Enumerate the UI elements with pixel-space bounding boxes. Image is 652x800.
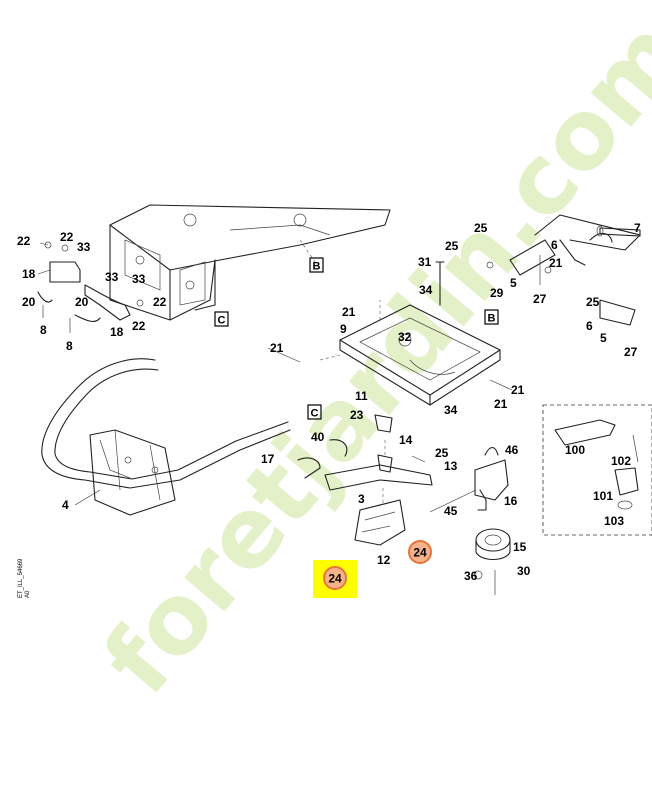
- part-label: 30: [517, 564, 531, 578]
- part-label: 17: [261, 452, 275, 466]
- part-label: 22: [17, 234, 31, 248]
- part-label: 40: [311, 430, 325, 444]
- section-marker-c-1: C: [214, 311, 229, 327]
- part-label: 20: [22, 295, 36, 309]
- part-label: 100: [565, 443, 585, 457]
- part-label: 33: [77, 240, 91, 254]
- part-label: 45: [444, 504, 458, 518]
- part-label: 6: [586, 319, 593, 333]
- part-label: 22: [60, 230, 74, 244]
- part-label: 25: [474, 221, 488, 235]
- chassis-frame-drawing: [109, 204, 391, 321]
- center-plate-drawing: [319, 270, 501, 406]
- long-bolt-drawing: [435, 261, 445, 306]
- part-label: 31: [418, 255, 432, 269]
- part-label: 21: [342, 305, 356, 319]
- section-marker-b-2: B: [484, 309, 499, 325]
- section-marker-b-1: B: [309, 257, 324, 273]
- part-label: 27: [624, 345, 638, 359]
- inset-detail-box: [542, 404, 652, 536]
- part-label: 33: [105, 270, 119, 284]
- part-label: 34: [419, 283, 433, 297]
- part-label: 11: [355, 389, 368, 403]
- part-label: 23: [350, 408, 364, 422]
- part-labels: 22 22 33 18 33 33 20 22 20 18 22 8 8 25 …: [17, 221, 641, 583]
- part-label: 21: [511, 383, 525, 397]
- front-bumper-drawing: [41, 358, 291, 516]
- part-label: 20: [75, 295, 89, 309]
- part-label: 22: [132, 319, 146, 333]
- part-label: 16: [504, 494, 518, 508]
- part-label: 34: [444, 403, 458, 417]
- part-label: 3: [358, 492, 365, 506]
- part-label: 14: [399, 433, 413, 447]
- part-label: 18: [110, 325, 124, 339]
- leader-lines: [37, 242, 513, 513]
- part-label: 9: [340, 322, 347, 336]
- part-label: 21: [270, 341, 284, 355]
- part-label: 101: [593, 489, 613, 503]
- bracket-parts: [297, 414, 433, 546]
- part-label: 102: [611, 454, 631, 468]
- watermark-text: foretjardin.com: [82, 0, 652, 715]
- part-label: 33: [132, 272, 146, 286]
- svg-text:24: 24: [328, 572, 342, 586]
- svg-text:C: C: [218, 315, 226, 327]
- drawing-code: ET_ILL_54669 A0: [18, 558, 31, 598]
- part-label: 13: [444, 459, 458, 473]
- part-label: 25: [445, 239, 459, 253]
- part-label: 46: [505, 443, 519, 457]
- part-label: 21: [549, 256, 563, 270]
- part-label: 22: [153, 295, 167, 309]
- svg-text:A0: A0: [25, 590, 31, 598]
- svg-text:C: C: [311, 408, 319, 420]
- part-label: 32: [398, 330, 412, 344]
- watermark: foretjardin.com: [82, 0, 652, 715]
- part-label: 6: [551, 238, 558, 252]
- left-small-parts: [37, 241, 144, 333]
- part-label: 27: [533, 292, 547, 306]
- pulley-assembly-drawing: [473, 446, 511, 595]
- part-label: 5: [600, 331, 607, 345]
- part-label: 7: [634, 221, 641, 235]
- part-label: 5: [510, 276, 517, 290]
- part-label: 12: [377, 553, 391, 567]
- part-label: 25: [435, 446, 449, 460]
- part-label: 8: [40, 323, 47, 337]
- part-label: 103: [604, 514, 624, 528]
- svg-text:ET_ILL_54669: ET_ILL_54669: [18, 558, 24, 598]
- part-label: 8: [66, 339, 73, 353]
- part-label: 21: [494, 397, 508, 411]
- svg-text:B: B: [488, 313, 496, 325]
- part-label: 36: [464, 569, 478, 583]
- highlight-callout-24: 24: [313, 560, 357, 598]
- section-marker-c-2: C: [307, 404, 322, 420]
- svg-text:B: B: [313, 261, 321, 273]
- callout-24-circled: 24: [408, 540, 432, 564]
- shaft-drawing: [596, 225, 641, 237]
- part-label: 18: [22, 267, 36, 281]
- part-label: 29: [490, 286, 504, 300]
- part-label: 15: [513, 540, 527, 554]
- part-label: 4: [62, 498, 69, 512]
- svg-text:24: 24: [413, 546, 427, 560]
- part-label: 25: [586, 295, 600, 309]
